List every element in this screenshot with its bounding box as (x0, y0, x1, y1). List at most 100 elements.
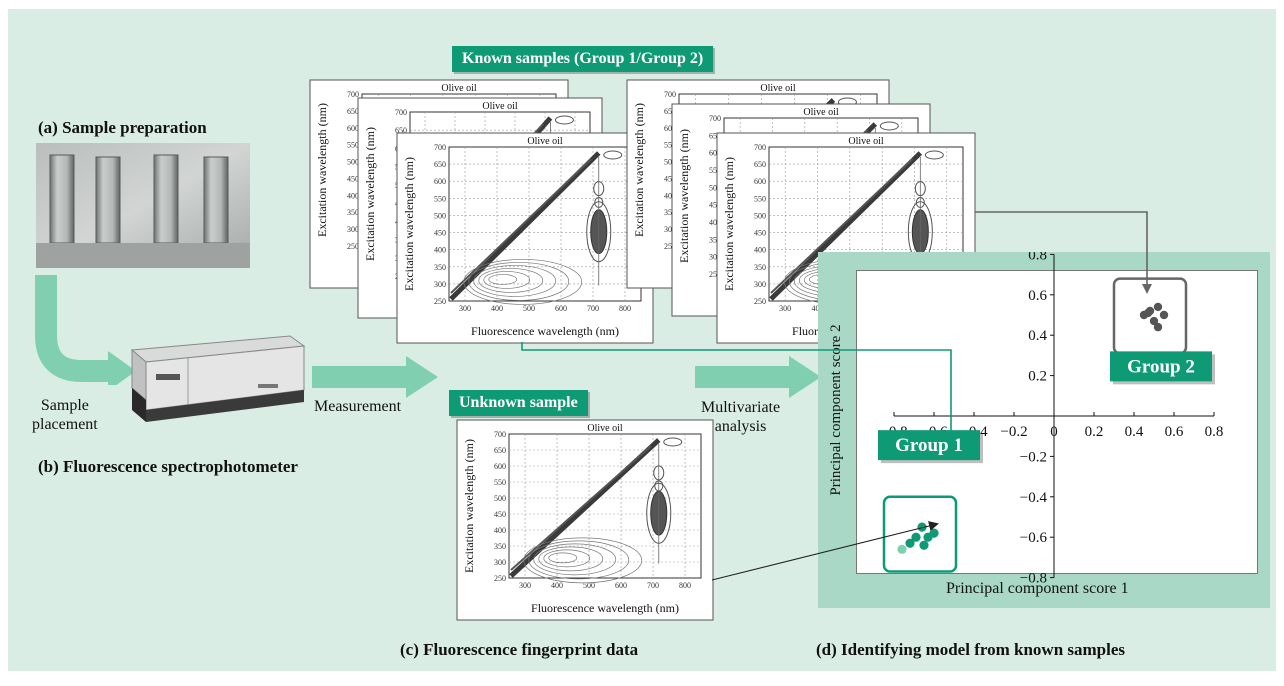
group2-tag: Group 2 (1110, 351, 1215, 385)
plot-title: Olive oil (803, 107, 838, 118)
x-tick-label: 500 (583, 581, 595, 590)
x-tick-label: 400 (812, 304, 824, 313)
spectrophotometer-label: (b) Fluorescence spectrophotometer (38, 457, 298, 476)
y-tick-label: 0.2 (1028, 369, 1047, 385)
group1-box (882, 495, 958, 573)
peak-contour (603, 150, 623, 160)
x-axis-label: Fluorescence wavelength (nm) (531, 601, 679, 615)
y-tick-label: 300 (754, 280, 766, 289)
y-tick-label: 300 (494, 558, 506, 567)
tag-label: Group 2 (1127, 356, 1195, 377)
plot-title: Olive oil (482, 101, 517, 112)
x-tick-label: 300 (519, 581, 531, 590)
y-axis-label: Excitation wavelength (nm) (315, 103, 329, 237)
plot-title: Olive oil (848, 136, 883, 147)
y-tick-label: 350 (709, 235, 721, 244)
x-tick-label: 700 (587, 304, 599, 313)
contour-line (468, 262, 570, 301)
y-tick-label: 250 (709, 270, 721, 279)
y-tick-label: 450 (434, 229, 446, 238)
x-tick-label: 0.2 (1085, 424, 1104, 440)
x-tick-label: 500 (523, 304, 535, 313)
x-tick-label: 700 (647, 581, 659, 590)
y-tick-label: 550 (664, 141, 676, 150)
y-tick-label: 400 (494, 526, 506, 535)
y-tick-label: 250 (434, 297, 446, 306)
group1-tag: Group 1 (878, 430, 983, 464)
contour-line (483, 271, 531, 289)
pc2-axis-label: Principal component score 2 (828, 324, 844, 495)
x-tick-label: 300 (779, 304, 791, 313)
peak-contour (879, 121, 899, 131)
y-tick-label: 700 (709, 114, 721, 123)
group1-point (897, 544, 907, 554)
pca-score-plot: −0.8−0.6−0.4−0.200.20.40.60.80.80.60.40.… (828, 252, 1223, 587)
y-tick-label: 350 (754, 263, 766, 272)
y-tick-label: 350 (664, 208, 676, 217)
y-tick-label: 650 (494, 446, 506, 455)
pc1-axis-label: Principal component score 1 (946, 580, 1129, 597)
y-tick-label: 400 (709, 218, 721, 227)
peak-contour (554, 115, 574, 125)
placement-arrow (35, 275, 136, 385)
y-tick-label: 600 (434, 177, 446, 186)
tag-bg (1110, 351, 1212, 382)
y-tick-label: 650 (664, 107, 676, 116)
y-tick-label: 250 (494, 574, 506, 583)
measurement-label: Measurement (314, 398, 402, 415)
y-tick-label: 650 (754, 160, 766, 169)
x-tick-label: 400 (491, 304, 503, 313)
plot-title: Olive oil (527, 136, 562, 147)
y-tick-label: 450 (347, 174, 359, 183)
y-tick-label: 450 (664, 174, 676, 183)
contour-line (548, 552, 578, 564)
contour-line (473, 265, 557, 297)
y-tick-label: −0.6 (1020, 530, 1048, 546)
contour-line (533, 543, 617, 576)
y-axis-label: Excitation wavelength (nm) (677, 129, 691, 263)
y-tick-label: 500 (754, 211, 766, 220)
y-tick-label: 600 (709, 149, 721, 158)
sample-placement-label: Sample placement (32, 397, 98, 433)
y-tick-label: 0.8 (1028, 252, 1047, 263)
group2-point (1159, 310, 1169, 320)
analysis-arrow (695, 356, 821, 398)
y-tick-label: 300 (347, 225, 359, 234)
y-tick-label: 650 (434, 160, 446, 169)
y-tick-label: 300 (434, 280, 446, 289)
y-tick-label: 700 (494, 430, 506, 439)
plot-title: Olive oil (760, 83, 795, 94)
unknown-sample-tag: Unknown sample (449, 390, 588, 416)
x-tick-label: 0 (1050, 424, 1058, 440)
x-tick-label: 0.4 (1125, 424, 1144, 440)
y-tick-label: 600 (494, 462, 506, 471)
y-tick-label: −0.2 (1020, 449, 1047, 465)
x-tick-label: 800 (679, 581, 691, 590)
contour-line (488, 274, 518, 285)
group2-point (1143, 308, 1153, 318)
y-axis-label: Excitation wavelength (nm) (462, 439, 476, 573)
cuvettes-photo (36, 143, 250, 268)
y-tick-label: 700 (664, 90, 676, 99)
y-tick-label: 450 (494, 510, 506, 519)
y-tick-label: 500 (664, 158, 676, 167)
y-tick-label: 400 (434, 246, 446, 255)
rayleigh-band-inner (770, 158, 914, 294)
plot-area (508, 433, 702, 579)
y-tick-label: 300 (664, 225, 676, 234)
y-tick-label: 600 (347, 124, 359, 133)
y-tick-label: 500 (709, 183, 721, 192)
multivariate-analysis-label: Multivariate analysis (701, 399, 781, 435)
y-tick-label: 700 (754, 143, 766, 152)
y-tick-label: 350 (347, 208, 359, 217)
y-axis-label: Excitation wavelength (nm) (722, 157, 736, 291)
x-axis-label: Fluorescence wavelength (nm) (471, 324, 619, 338)
rayleigh-band-inner (450, 158, 592, 294)
x-tick-label: 800 (619, 304, 631, 313)
y-tick-label: 700 (395, 108, 407, 117)
y-tick-label: 550 (754, 194, 766, 203)
fingerprint-data-label: (c) Fluorescence fingerprint data (400, 640, 639, 659)
y-tick-label: 650 (709, 131, 721, 140)
